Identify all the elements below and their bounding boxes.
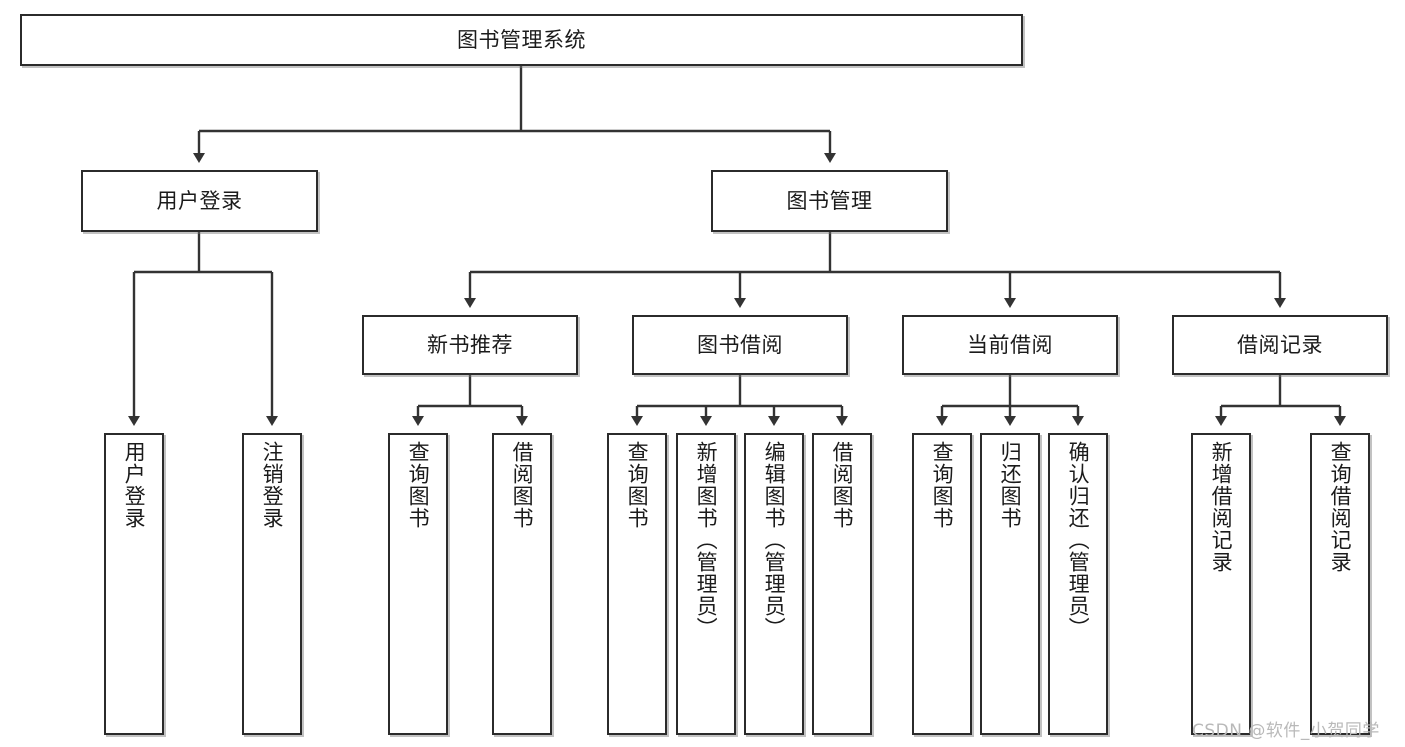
leaf-current-borrow-confirm-return[interactable]: 确认归还（管理员）: [1048, 433, 1108, 735]
node-book-borrow[interactable]: 图书借阅: [632, 315, 848, 375]
leaf-book-borrow-query[interactable]: 查询图书: [607, 433, 667, 735]
leaf-label: 注销登录: [260, 441, 285, 529]
node-book-borrow-label: 图书借阅: [697, 332, 783, 357]
leaf-label: 编辑图书（管理员）: [762, 441, 787, 639]
leaf-label: 查询图书: [930, 441, 955, 529]
leaf-current-borrow-query[interactable]: 查询图书: [912, 433, 972, 735]
node-root[interactable]: 图书管理系统: [20, 14, 1023, 66]
leaf-book-borrow-add[interactable]: 新增图书（管理员）: [676, 433, 736, 735]
leaf-label: 归还图书: [998, 441, 1023, 529]
leaf-user-login-login[interactable]: 用户登录: [104, 433, 164, 735]
node-book-management[interactable]: 图书管理: [711, 170, 948, 232]
leaf-book-borrow-edit[interactable]: 编辑图书（管理员）: [744, 433, 804, 735]
node-user-login[interactable]: 用户登录: [81, 170, 318, 232]
leaf-borrow-record-add[interactable]: 新增借阅记录: [1191, 433, 1251, 735]
leaf-label: 确认归还（管理员）: [1066, 441, 1091, 639]
node-current-borrow-label: 当前借阅: [967, 332, 1053, 357]
leaf-label: 查询图书: [406, 441, 431, 529]
leaf-label: 查询图书: [625, 441, 650, 529]
leaf-label: 借阅图书: [830, 441, 855, 529]
leaf-new-book-query[interactable]: 查询图书: [388, 433, 448, 735]
node-root-label: 图书管理系统: [457, 27, 586, 52]
node-borrow-record[interactable]: 借阅记录: [1172, 315, 1388, 375]
csdn-watermark: CSDN @软件_小贺同学: [1192, 721, 1380, 741]
leaf-label: 用户登录: [122, 441, 147, 529]
leaf-label: 借阅图书: [510, 441, 535, 529]
node-book-management-label: 图书管理: [786, 188, 873, 213]
leaf-borrow-record-query[interactable]: 查询借阅记录: [1310, 433, 1370, 735]
leaf-new-book-borrow[interactable]: 借阅图书: [492, 433, 552, 735]
leaf-current-borrow-return[interactable]: 归还图书: [980, 433, 1040, 735]
leaf-book-borrow-borrow[interactable]: 借阅图书: [812, 433, 872, 735]
leaf-user-login-logout[interactable]: 注销登录: [242, 433, 302, 735]
leaf-label: 新增图书（管理员）: [694, 441, 719, 639]
leaf-label: 查询借阅记录: [1328, 441, 1353, 573]
node-new-book-recommend-label: 新书推荐: [427, 332, 513, 357]
node-new-book-recommend[interactable]: 新书推荐: [362, 315, 578, 375]
leaf-label: 新增借阅记录: [1209, 441, 1234, 573]
node-current-borrow[interactable]: 当前借阅: [902, 315, 1118, 375]
node-user-login-label: 用户登录: [156, 188, 243, 213]
node-borrow-record-label: 借阅记录: [1237, 332, 1323, 357]
